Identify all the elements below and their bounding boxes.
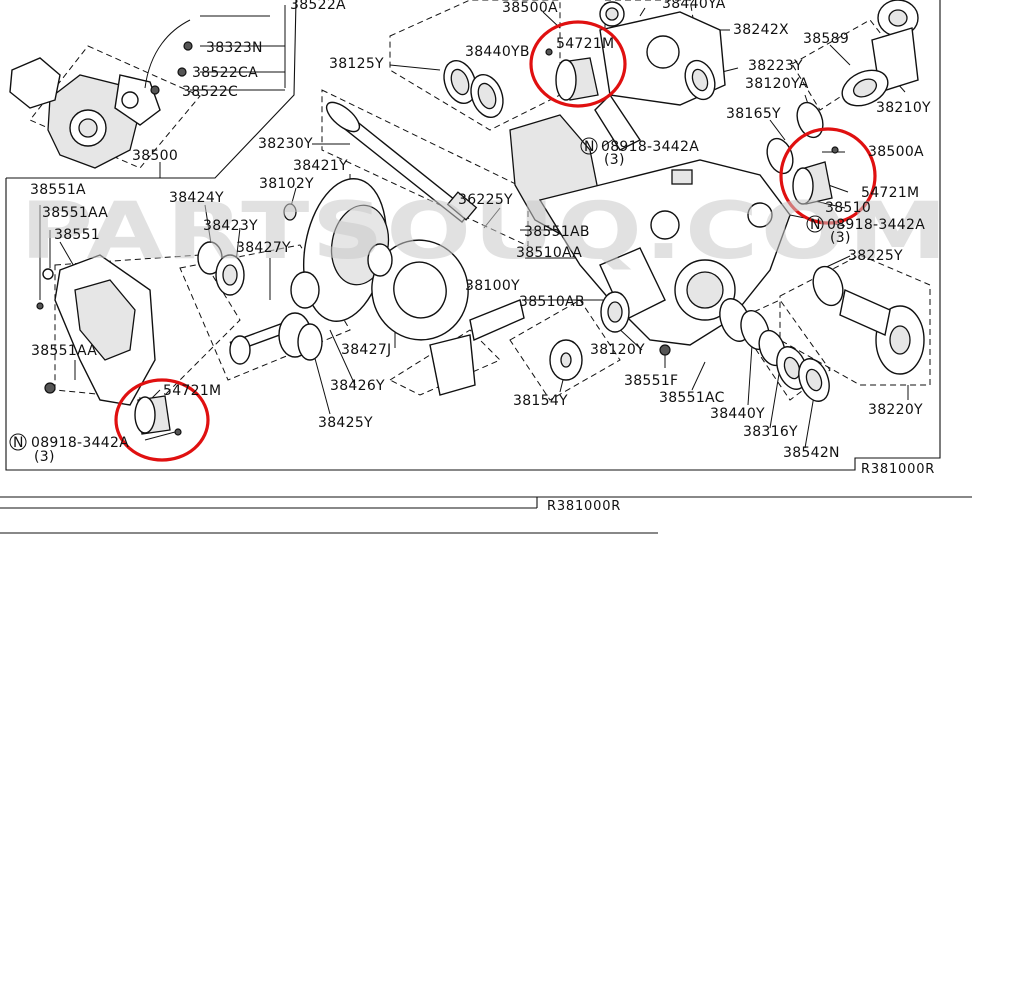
side-gear-washers: [197, 203, 323, 365]
label-38423Y: 38423Y: [203, 218, 258, 234]
label-38551AA-top: 38551AA: [42, 205, 108, 221]
label-38551F: 38551F: [624, 373, 678, 389]
frame-lines: [0, 0, 972, 534]
label-38522CA: 38522CA: [192, 65, 258, 81]
highlight-circle-left: [114, 378, 210, 462]
highlight-circle-top: [529, 20, 627, 108]
highlight-circle-right: [779, 127, 877, 225]
label-38500A-top: 38500A: [502, 0, 558, 16]
label-38551A: 38551A: [30, 182, 86, 198]
footer-ref-code: R381000R: [547, 499, 621, 514]
label-38165Y: 38165Y: [726, 106, 781, 122]
label-38522A: 38522A: [290, 0, 346, 13]
label-38589: 38589: [803, 31, 849, 47]
n-mark-top: N: [584, 139, 595, 155]
upper-seals: [443, 59, 824, 175]
companion-flange: [812, 265, 925, 375]
part-labels: 38522A 38323N 38522CA 38522C 38500 38500…: [9, 0, 935, 514]
label-38154Y: 38154Y: [513, 393, 568, 409]
label-38440YB: 38440YB: [465, 44, 530, 60]
label-54721M-top: 54721M: [556, 36, 614, 52]
label-38427Y: 38427Y: [236, 240, 291, 256]
right-flange-upper: [841, 0, 919, 107]
label-38220Y: 38220Y: [868, 402, 923, 418]
label-38120YA: 38120YA: [745, 76, 809, 92]
diagram-ref-code: R381000R: [861, 462, 935, 477]
label-38440Y: 38440Y: [710, 406, 765, 422]
label-38223Y: 38223Y: [748, 58, 803, 74]
label-38427J: 38427J: [341, 342, 391, 358]
label-38100Y: 38100Y: [465, 278, 520, 294]
label-38510: 38510: [825, 200, 871, 216]
label-38510AB: 38510AB: [519, 294, 585, 310]
highlight-circles: [114, 20, 877, 462]
label-38510AA: 38510AA: [516, 245, 582, 261]
mount-insulators: [134, 48, 839, 436]
label-08918-right: 08918-3442A: [827, 217, 925, 233]
label-38210Y: 38210Y: [876, 100, 931, 116]
watermark-text: PARTSOUQ.COM: [20, 187, 950, 277]
label-38102Y: 38102Y: [259, 176, 314, 192]
label-38120Y: 38120Y: [590, 342, 645, 358]
pinion-bearings: [549, 291, 830, 402]
drive-pinion: [429, 299, 525, 396]
label-38425Y: 38425Y: [318, 415, 373, 431]
label-38225Y: 38225Y: [848, 248, 903, 264]
label-38316Y: 38316Y: [743, 424, 798, 440]
label-38424Y: 38424Y: [169, 190, 224, 206]
label-54721M-left: 54721M: [163, 383, 221, 399]
label-38426Y: 38426Y: [330, 378, 385, 394]
label-38551AA-left: 38551AA: [31, 343, 97, 359]
leader-lines: [39, 5, 909, 449]
n-mark-left: N: [13, 435, 24, 451]
label-08918-left: 08918-3442A: [31, 435, 129, 451]
label-54721M-right: 54721M: [861, 185, 919, 201]
label-38440YA: 38440YA: [662, 0, 726, 12]
label-38551: 38551: [54, 227, 100, 243]
label-08918-top: 08918-3442A: [601, 139, 699, 155]
label-38551AB-1: 38551AB: [524, 224, 590, 240]
label-38542N: 38542N: [783, 445, 840, 461]
label-36225Y: 36225Y: [458, 192, 513, 208]
label-08918-left-qty: (3): [34, 449, 55, 465]
n-mark-right: N: [810, 217, 821, 233]
rear-cover: [36, 254, 156, 406]
axle-shaft: [325, 101, 478, 223]
label-08918-top-qty: (3): [604, 152, 625, 168]
ring-gear-assembly: [302, 178, 469, 341]
label-38551AC: 38551AC: [659, 390, 725, 406]
label-08918-right-qty: (3): [830, 230, 851, 246]
label-38500: 38500: [132, 148, 178, 164]
label-38230Y: 38230Y: [258, 136, 313, 152]
label-38242X: 38242X: [733, 22, 789, 38]
label-38522C: 38522C: [182, 84, 238, 100]
label-38323N: 38323N: [206, 40, 263, 56]
label-38500A-right: 38500A: [868, 144, 924, 160]
rear-housing-thumbnail: [9, 19, 193, 169]
label-38125Y: 38125Y: [329, 56, 384, 72]
label-38421Y: 38421Y: [293, 158, 348, 174]
